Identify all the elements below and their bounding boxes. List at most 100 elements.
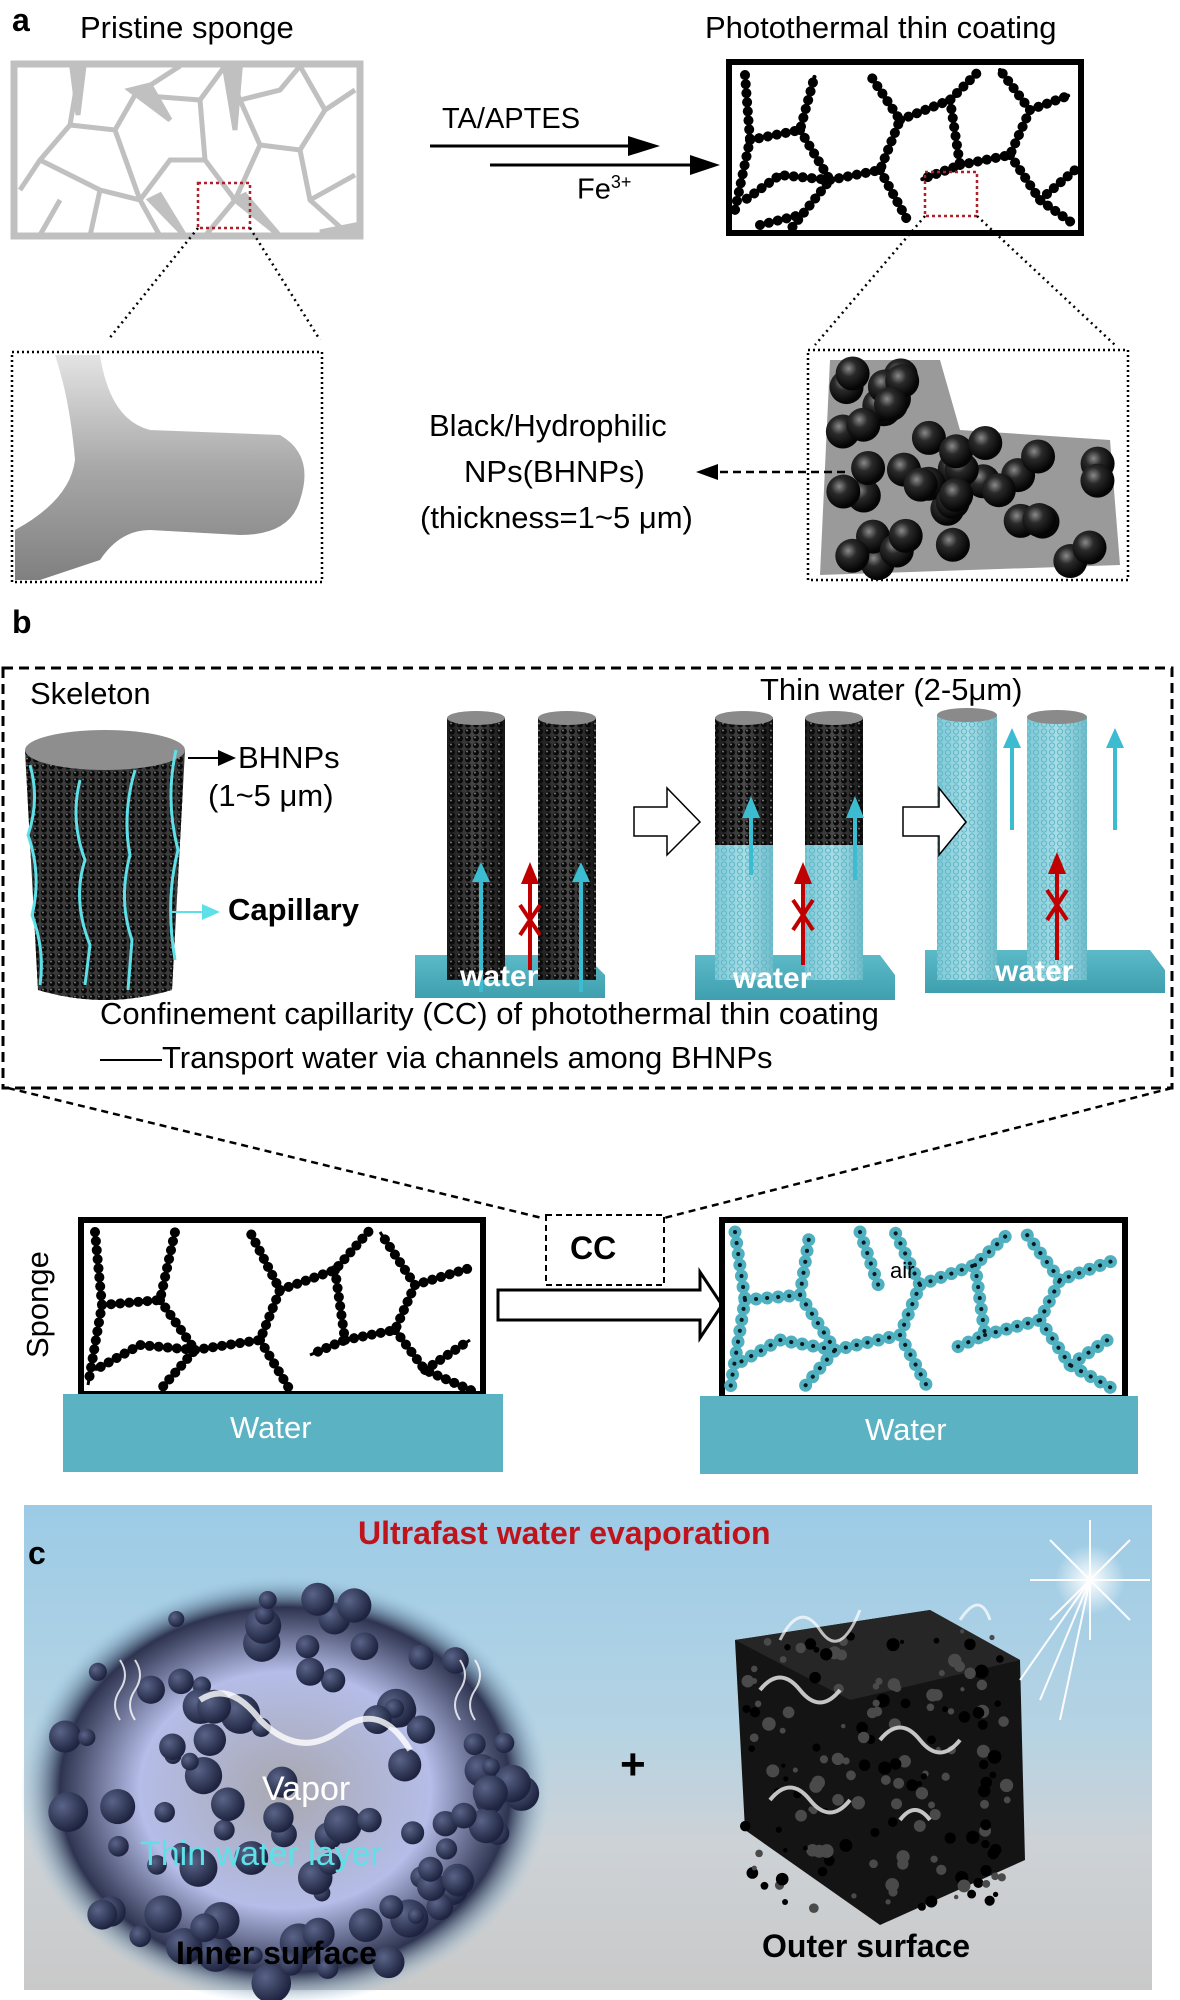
pore-texture (784, 1644, 791, 1651)
inner-surface-label: Inner surface (176, 1935, 377, 1971)
nanoparticle (408, 1644, 434, 1670)
nanoparticle (911, 420, 946, 455)
water-label-left: Water (230, 1410, 312, 1445)
bhnps-size-label: (1~5 μm) (208, 778, 334, 813)
pore-texture (980, 1799, 989, 1809)
pore-texture (982, 1879, 991, 1888)
pore-texture (992, 1891, 999, 1898)
capillary-pointer (202, 904, 220, 920)
nanoparticle (48, 1792, 89, 1832)
pore-texture (888, 1887, 898, 1897)
nanoparticle (144, 1895, 182, 1933)
pore-texture (972, 1707, 985, 1719)
nanoparticle (401, 1821, 425, 1845)
pore-texture (973, 1877, 984, 1889)
pore-texture (989, 1634, 995, 1641)
pore-texture (858, 1759, 871, 1771)
pore-texture (998, 1716, 1009, 1727)
nanoparticle (450, 1802, 477, 1829)
pore-texture (929, 1808, 941, 1821)
pore-texture (781, 1763, 786, 1768)
nanoparticle (463, 1733, 486, 1756)
stage-arrow-1 (633, 786, 702, 857)
pore-texture (906, 1779, 919, 1792)
thin-water-label: Thin water (2-5μm) (760, 672, 1023, 707)
zoom-line (814, 215, 926, 346)
coated-sponge-title: Photothermal thin coating (705, 10, 1057, 45)
pore-texture (766, 1764, 780, 1778)
nanoparticle (301, 1582, 335, 1616)
pore-texture (964, 1667, 976, 1679)
pore-texture (984, 1895, 995, 1906)
pore-texture (913, 1819, 926, 1832)
nanoparticle (100, 1788, 136, 1825)
nanoparticle (193, 1723, 227, 1757)
pore-texture (813, 1646, 820, 1653)
bhnp-label-line2: NPs(BHNPs) (464, 454, 645, 489)
pore-texture (795, 1642, 806, 1654)
nanoparticle (165, 1928, 203, 1965)
nanoparticle (435, 1838, 458, 1860)
bhnps-pointer (218, 750, 236, 766)
pore-texture (957, 1879, 971, 1893)
nanoparticle (147, 1855, 167, 1875)
skeleton-label: Skeleton (30, 676, 151, 711)
pore-texture (748, 1745, 755, 1752)
panel-c-letter: c (28, 1535, 46, 1571)
pore-texture (958, 1711, 971, 1723)
pore-texture (754, 1700, 762, 1708)
pore-texture (974, 1664, 989, 1679)
nanoparticle (935, 527, 970, 562)
pore-texture (920, 1773, 928, 1780)
blocked-flow-arrows (518, 852, 1069, 970)
projection-line (663, 1086, 1173, 1220)
water-label-stage3: water (995, 955, 1074, 988)
pore-texture (880, 1775, 891, 1786)
pore-texture (762, 1717, 776, 1731)
pore-texture (749, 1707, 761, 1718)
pore-texture (755, 1849, 763, 1858)
nanoparticle (442, 1647, 469, 1674)
pore-texture (927, 1735, 936, 1745)
pore-texture (820, 1648, 833, 1661)
nanoparticle (316, 1957, 339, 1979)
pore-texture (760, 1881, 769, 1890)
pristine-sponge-network (10, 60, 364, 240)
nanoparticle (348, 1908, 383, 1942)
nanoparticle (372, 1946, 405, 1979)
pore-texture (804, 1638, 817, 1650)
nanoparticle (302, 1917, 335, 1950)
water-bath-left (63, 1394, 503, 1472)
pore-texture (896, 1850, 910, 1864)
stage-partial-wetting (695, 711, 895, 1000)
pore-texture (915, 1787, 929, 1800)
cc-transition-arrow (496, 1267, 724, 1343)
panel-b-letter: b (12, 604, 32, 640)
pore-texture (812, 1743, 821, 1752)
pore-texture (928, 1801, 936, 1809)
nanoparticle (494, 1732, 515, 1754)
pore-texture (987, 1750, 1002, 1764)
panel-a-letter: a (12, 2, 30, 38)
nanoparticle (472, 1775, 508, 1811)
pore-texture (885, 1878, 899, 1892)
nanoparticle (939, 434, 974, 469)
nanoparticle (234, 1841, 269, 1875)
skeleton-junction-render (15, 355, 305, 580)
pore-texture (841, 1723, 846, 1729)
nanoparticle (826, 474, 861, 509)
nanoparticle (87, 1899, 118, 1930)
pore-texture (991, 1872, 999, 1881)
pore-texture (987, 1847, 1000, 1860)
nanoparticle (350, 1632, 379, 1661)
nanoparticle (1022, 503, 1057, 538)
pore-texture (782, 1706, 795, 1719)
pore-texture (802, 1845, 808, 1851)
pore-texture (900, 1639, 905, 1644)
pore-texture (775, 1826, 782, 1833)
bhnp-label-line1: Black/Hydrophilic (429, 408, 667, 443)
water-bath-right (700, 1396, 1138, 1474)
pore-texture (817, 1866, 828, 1877)
pore-texture (966, 1830, 980, 1844)
reaction-arrow-ta-aptes (430, 136, 660, 156)
